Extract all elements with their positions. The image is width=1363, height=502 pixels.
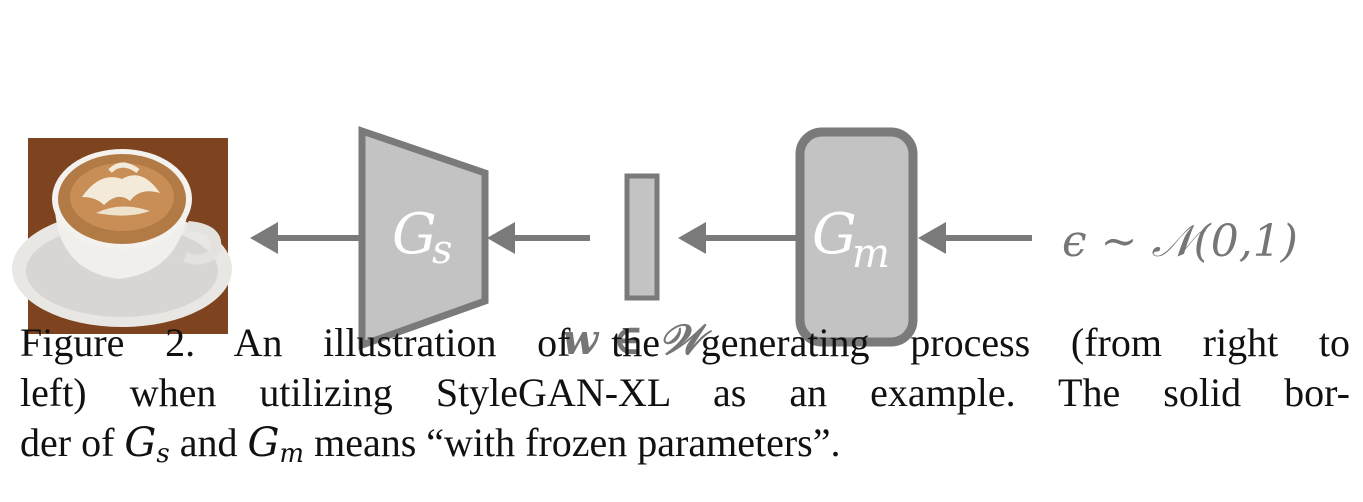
caption-gs-subscript: s bbox=[156, 439, 170, 469]
mapping-network-label: G bbox=[812, 202, 857, 267]
caption-line-2: left) when utilizing StyleGAN-XL as an e… bbox=[20, 370, 1350, 415]
mapping-network-block: G m bbox=[795, 127, 918, 347]
arrow-to-mapping bbox=[918, 222, 1032, 254]
synthesis-network-block: G s bbox=[358, 126, 489, 350]
caption-line-3: der of Gs and Gm means “with frozen para… bbox=[20, 418, 1350, 479]
caption-line-3-end: means “with frozen parameters”. bbox=[304, 420, 841, 465]
synthesis-network-label: G bbox=[392, 202, 437, 267]
latent-label: w ∈ 𝒲 bbox=[562, 315, 712, 364]
arrow-to-synthesis bbox=[487, 222, 590, 254]
caption-gm-symbol: G bbox=[247, 420, 280, 466]
mapping-network-subscript: m bbox=[852, 231, 890, 277]
caption-gm-subscript: m bbox=[279, 439, 305, 469]
noise-label: ϵ ~ 𝒩(0,1) bbox=[1062, 216, 1298, 267]
arrow-to-latent bbox=[678, 222, 798, 254]
latent-vector-block bbox=[624, 173, 660, 301]
figure-caption: Figure 2. An illustration of the generat… bbox=[20, 318, 1350, 479]
latte-art-coffee-cup-image bbox=[12, 138, 232, 334]
synthesis-network-subscript: s bbox=[432, 227, 453, 273]
caption-line-3-start: der of bbox=[20, 420, 125, 465]
caption-and: and bbox=[169, 420, 248, 465]
caption-gs-symbol: G bbox=[124, 420, 157, 466]
caption-line-1: Figure 2. An illustration of the generat… bbox=[20, 320, 1350, 365]
arrow-to-image bbox=[250, 222, 360, 254]
